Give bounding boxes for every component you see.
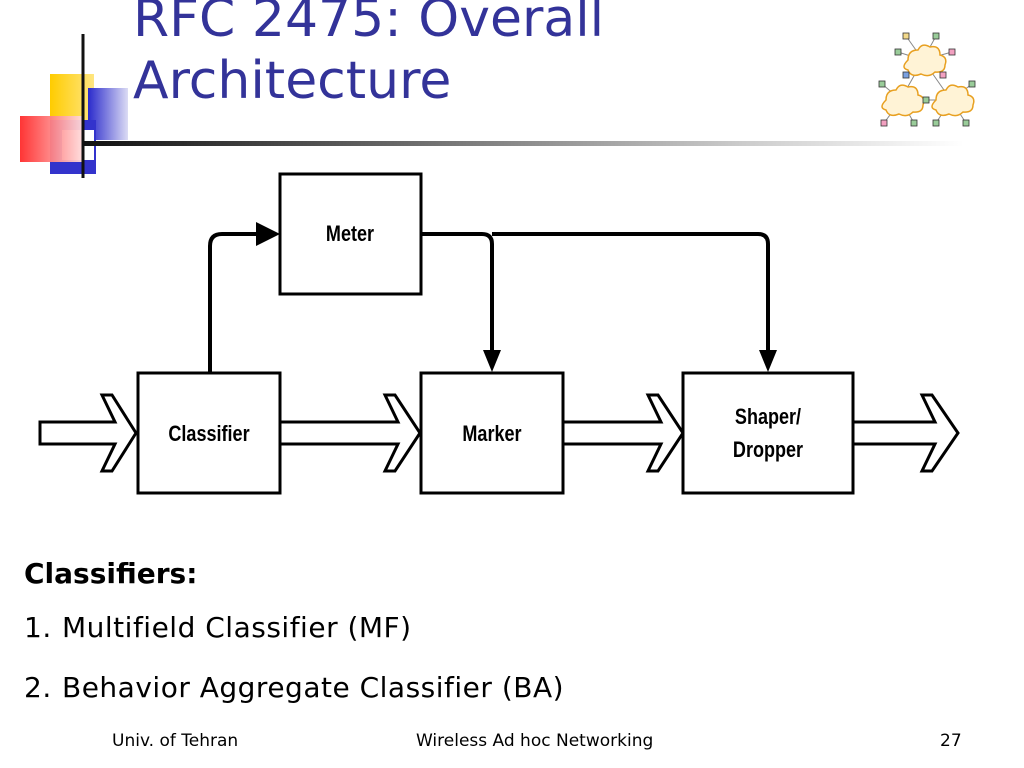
classifier-label: Classifier [168,422,249,446]
shaper-arrowhead [759,350,777,372]
classifiers-section: Classifiers: 1. Multifield Classifier (M… [24,550,564,718]
architecture-diagram: Meter Classifier Marker Shaper/ Dropper [38,172,960,495]
classifier-box [136,371,282,495]
dropper-label: Dropper [733,438,803,462]
meter-to-marker-arrow [421,232,494,352]
input-flow-arrow [38,393,138,473]
list-item-text: Multifield Classifier (MF) [62,611,412,644]
footer-page-number: 27 [940,731,962,751]
list-item: 1. Multifield Classifier (MF) [24,598,564,658]
marker-box [419,371,565,495]
page-title: RFC 2475: Overall Architecture [133,0,604,112]
marker-to-shaper-flow-arrow [561,393,685,473]
output-flow-arrow [851,393,960,473]
title-line-2: Architecture [133,51,452,111]
red-square [20,116,84,162]
shaper-dropper-box [681,371,855,495]
network-cloud-icon [878,32,976,127]
list-item: 2. Behavior Aggregate Classifier (BA) [24,658,564,718]
classifier-to-marker-flow-arrow [278,393,422,473]
list-item-number: 2. [24,671,52,704]
meter-to-shaper-arrow [492,232,770,352]
meter-arrowhead [256,222,280,246]
footer-university: Univ. of Tehran [112,731,239,751]
list-item-text: Behavior Aggregate Classifier (BA) [62,671,565,704]
meter-label: Meter [326,222,374,246]
marker-label: Marker [462,422,521,446]
title-rule [84,141,964,146]
classifiers-heading: Classifiers: [24,557,198,590]
decorative-squares [20,34,128,178]
title-line-1: RFC 2475: Overall [133,0,605,49]
shaper-label: Shaper/ [735,405,802,429]
meter-box [278,172,423,296]
list-item-number: 1. [24,611,52,644]
footer-course: Wireless Ad hoc Networking [416,731,654,751]
classifiers-list: 1. Multifield Classifier (MF) 2. Behavio… [24,598,564,718]
yellow-square [50,74,94,122]
marker-arrowhead [483,350,501,372]
classifier-to-meter-arrow [208,232,264,372]
